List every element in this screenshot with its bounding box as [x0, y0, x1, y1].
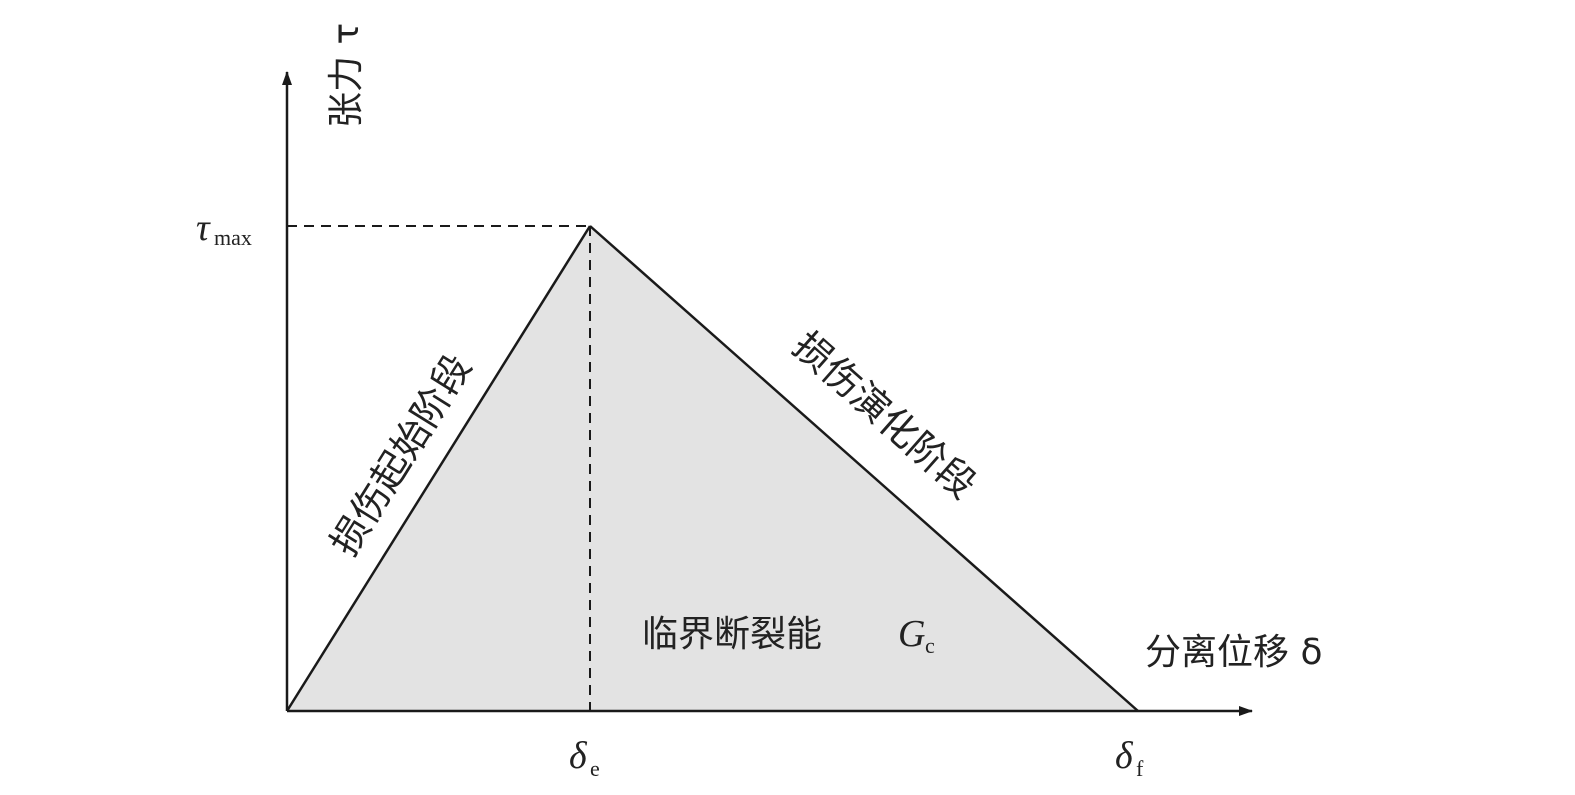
- gc-subscript: c: [925, 633, 935, 658]
- delta-e-subscript: e: [590, 756, 600, 781]
- delta-f-subscript: f: [1136, 756, 1144, 781]
- delta-e-label: δ e: [569, 735, 600, 781]
- tau-max-subscript: max: [214, 225, 252, 250]
- fracture-energy-label: 临界断裂能 G c: [642, 613, 935, 658]
- y-axis-label: 张力 τ: [326, 23, 367, 128]
- delta-e-symbol: δ: [569, 735, 588, 777]
- initiation-line: [285, 225, 592, 712]
- fracture-energy-text: 临界断裂能: [642, 614, 822, 655]
- gc-symbol: G: [898, 613, 925, 655]
- tau-symbol: τ: [196, 207, 211, 249]
- x-axis-label: 分离位移 δ: [1145, 632, 1322, 673]
- delta-f-symbol: δ: [1115, 735, 1134, 777]
- fracture-energy-area: [287, 226, 1138, 711]
- delta-f-label: δ f: [1115, 735, 1144, 781]
- tau-max-label: τ max: [196, 207, 252, 250]
- evolution-line: [589, 225, 1139, 712]
